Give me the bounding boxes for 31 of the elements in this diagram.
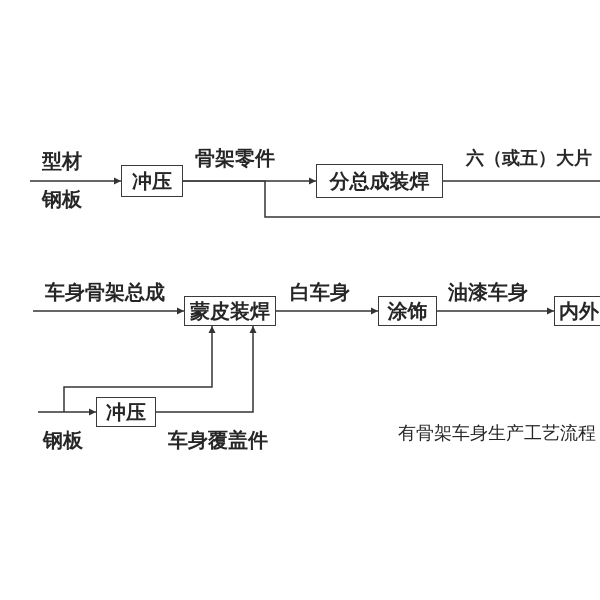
edge-label: 白车身 [290, 280, 350, 304]
process-box [121, 165, 183, 197]
arrow [38, 408, 96, 416]
input-label: 钢板 [42, 187, 82, 211]
process-box [96, 397, 156, 427]
arrow [33, 308, 184, 314]
edge-label: 油漆车身 [448, 280, 528, 304]
arrow [276, 308, 378, 314]
box-label: 蒙皮装焊 [190, 300, 270, 322]
arrow [63, 326, 216, 412]
edge-label: 车身骨架总成 [45, 280, 165, 304]
box-label: 内外 [559, 300, 599, 322]
caption: 有骨架车身生产工艺流程 [398, 423, 596, 445]
box-label: 分总成装焊 [330, 170, 430, 192]
box-label: 冲压 [132, 170, 172, 192]
process-box [554, 296, 600, 326]
process-box [378, 296, 437, 326]
connector-line [443, 180, 600, 182]
input-label: 型材 [42, 149, 82, 173]
box-label: 涂饰 [388, 300, 428, 322]
arrow [156, 326, 256, 413]
process-box [184, 296, 276, 326]
process-box [316, 164, 443, 198]
arrow [30, 178, 121, 184]
arrow [437, 308, 554, 314]
edge-label: 骨架零件 [195, 146, 275, 170]
edge-label: 六（或五）大片 [466, 148, 592, 170]
edge-label: 车身覆盖件 [168, 428, 268, 452]
connector-line [183, 180, 600, 218]
input-label: 钢板 [43, 428, 83, 452]
box-label: 冲压 [106, 401, 146, 423]
